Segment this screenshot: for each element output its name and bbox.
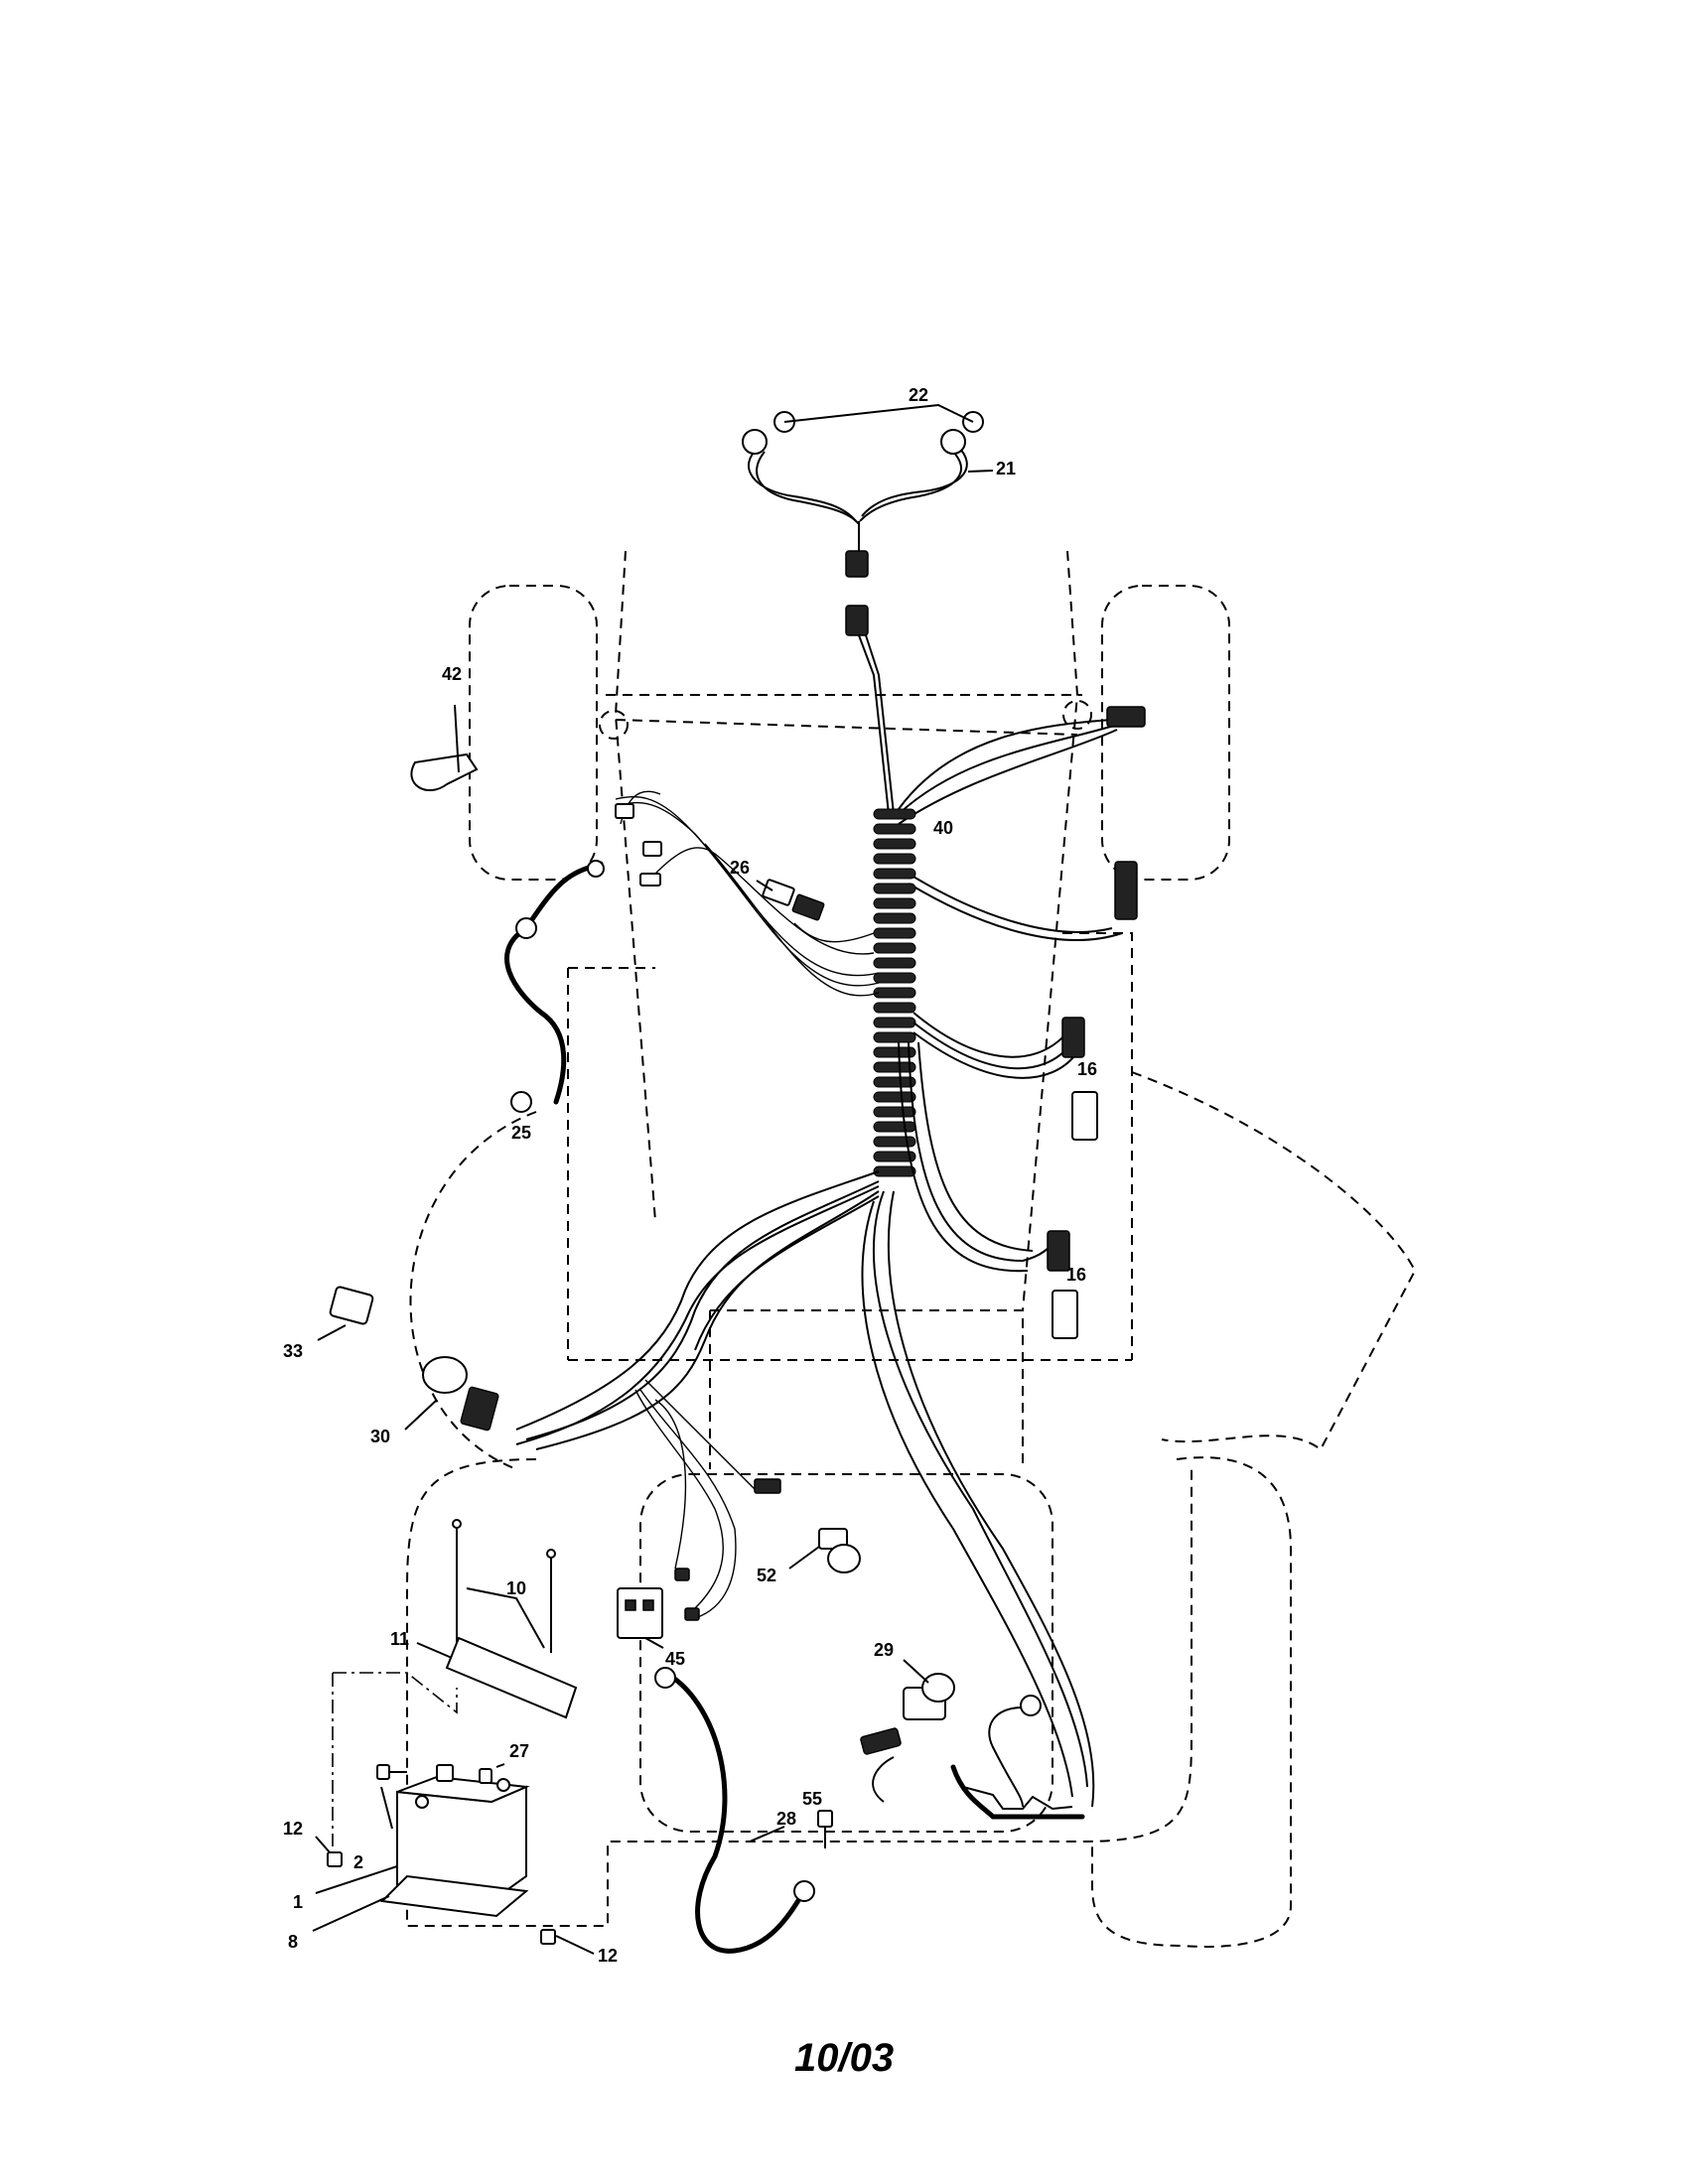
callout-26: 26 [730,858,750,878]
callout-22: 22 [909,385,928,405]
battery-holddown [416,1519,578,1719]
harness-sleeve [873,808,916,1177]
switch-16-upper [1071,1091,1098,1141]
front-axle-outline [606,694,1082,736]
ignition-switch [404,1356,499,1432]
callout-16b: 16 [1066,1265,1086,1285]
callout-8: 8 [288,1932,298,1952]
callout-25: 25 [511,1123,531,1143]
rear-right-wheel-outline [1091,1456,1292,1948]
front-pivot-left [599,710,629,740]
callout-1: 1 [293,1892,303,1912]
callout-11: 11 [390,1629,409,1649]
part-55 [817,1810,833,1848]
callout-28: 28 [776,1809,796,1829]
tractor-outline [332,550,1417,1948]
callouts: 22 21 42 40 26 16 25 16 33 30 10 11 52 4… [283,385,1097,1966]
rear-body-outline [406,1458,1193,1927]
part-33 [317,1286,374,1341]
starter-cable [860,1695,1085,1820]
headlight-harness [742,403,994,578]
callout-10: 10 [506,1578,526,1598]
callout-45: 45 [665,1649,685,1669]
front-left-wheel-outline [469,585,598,881]
callout-2: 2 [353,1852,363,1872]
callout-33: 33 [283,1341,303,1361]
footer-date: 10/03 [794,2036,894,2080]
part-26 [756,879,825,921]
callout-21: 21 [996,459,1016,478]
part-42 [410,704,479,791]
callout-52: 52 [757,1566,776,1585]
callout-30: 30 [370,1427,390,1446]
main-wire-harness [504,605,1146,1808]
battery-cable-28 [654,1667,815,1954]
part-45 [617,1587,664,1649]
battery-hardware [312,1763,595,1955]
left-headlight [742,429,768,455]
mower-deck-outline [409,1071,1417,1470]
callout-12a: 12 [283,1819,303,1839]
callout-29: 29 [874,1640,894,1660]
battery [379,1775,530,1918]
battery-guide-line [332,1672,458,1846]
callout-55: 55 [802,1789,822,1809]
part-29 [903,1659,955,1720]
switch-16-lower [1052,1290,1078,1339]
callout-16a: 16 [1077,1059,1097,1079]
part-52 [788,1528,861,1573]
front-pivot-right [1062,700,1092,730]
callout-12b: 12 [598,1946,618,1966]
hood-outline [614,550,1079,1311]
callout-42: 42 [442,664,462,684]
callout-40: 40 [933,818,953,838]
frame-crossmember [568,1309,1132,1469]
seat-area-outline [639,1473,1053,1833]
front-right-wheel-outline [1101,585,1230,881]
callout-27: 27 [509,1741,529,1761]
right-headlight [940,429,966,455]
frame-outline [567,932,1133,1360]
